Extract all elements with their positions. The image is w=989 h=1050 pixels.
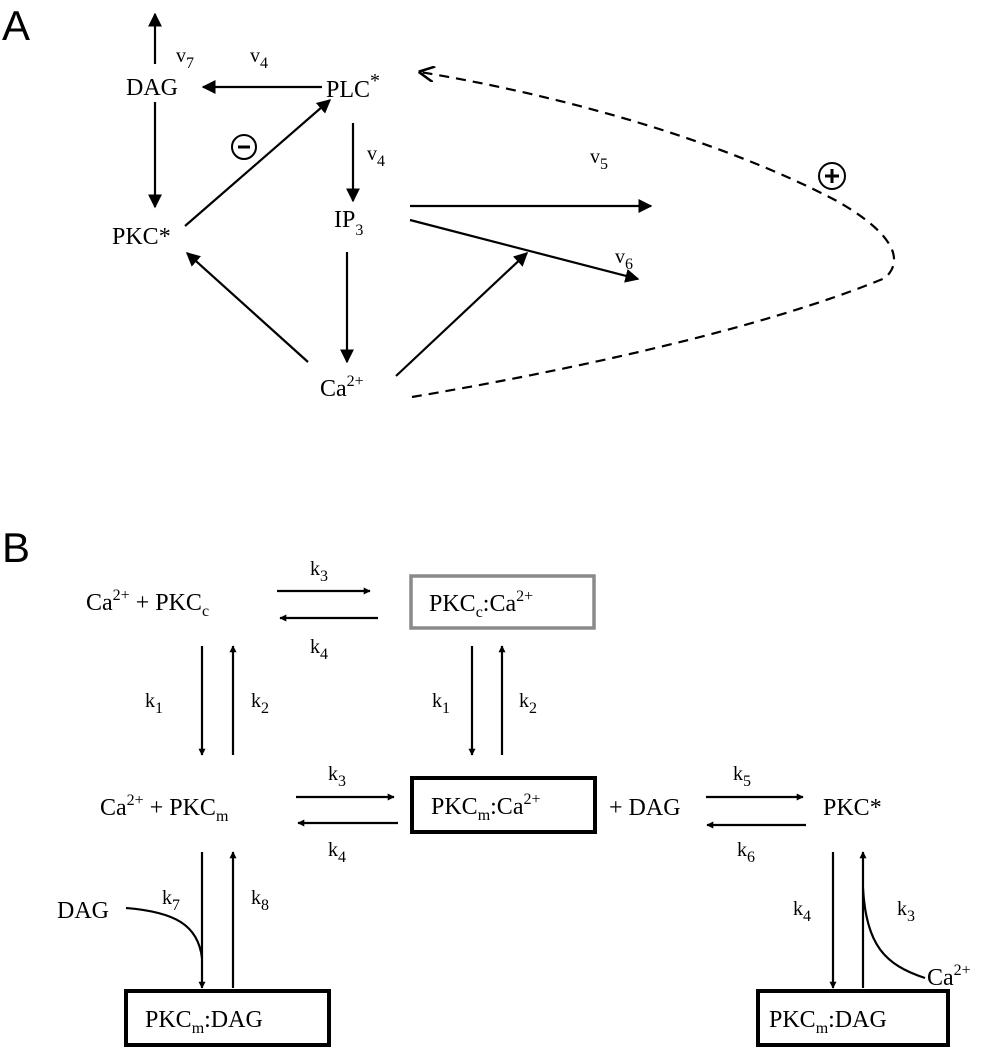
arrow-ca-to-ip3-release xyxy=(395,252,529,377)
arrow-pkc-to-plc xyxy=(184,99,332,227)
rate-k2-left: k2 xyxy=(251,690,269,717)
pkc-membrane-dag-right: PKCm:DAG xyxy=(769,1007,887,1037)
rate-k5: k5 xyxy=(733,763,751,790)
arrow-ca-feedback-plc xyxy=(411,72,896,399)
dag-node: DAG xyxy=(126,75,178,101)
rate-k7: k7 xyxy=(162,887,180,914)
rate-v6-label: v6 xyxy=(615,246,633,273)
rate-k4-mid: k4 xyxy=(328,839,346,866)
calcium-node: Ca2+ xyxy=(320,373,364,402)
activation-sign: + xyxy=(0,0,846,190)
pkc-active-node: PKC* xyxy=(112,224,171,250)
dag-input-left: DAG xyxy=(57,898,109,924)
svg-text:+: + xyxy=(0,0,1,1)
ca-input-right: Ca2+ xyxy=(927,962,971,991)
plc-node: PLC* xyxy=(326,70,380,103)
panel-a-label: A xyxy=(2,2,30,49)
pkc-cytosolic-ca-complex: PKCc:Ca2+ xyxy=(429,588,533,621)
pkc-active-node-b: PKC* xyxy=(823,795,882,821)
ca-plus-pkc-cytosolic: Ca2+ + PKCc xyxy=(86,587,209,620)
rate-v4-mid-label: v4 xyxy=(367,143,385,170)
rate-k8: k8 xyxy=(251,887,269,914)
ca-input-curve xyxy=(861,887,926,980)
rate-k3-right: k3 xyxy=(897,898,915,925)
arrow-ca-to-pkc xyxy=(185,252,309,363)
pkc-membrane-dag-box-right xyxy=(756,989,950,1047)
rate-k1-left: k1 xyxy=(145,690,163,717)
pkc-membrane-ca-box xyxy=(410,776,597,834)
pkc-cytosolic-ca-box xyxy=(409,574,596,630)
pkc-membrane-ca-complex: PKCm:Ca2+ xyxy=(431,791,541,824)
plus-dag: + DAG xyxy=(609,795,681,821)
rate-k1-mid: k1 xyxy=(432,690,450,717)
rate-k6: k6 xyxy=(737,839,755,866)
pkc-membrane-dag-box-left xyxy=(124,989,331,1047)
inhibition-sign: - xyxy=(0,0,257,160)
rate-k3-mid: k3 xyxy=(328,763,346,790)
rate-k3-top: k3 xyxy=(310,558,328,585)
ip3-node: IP3 xyxy=(334,207,363,239)
pkc-membrane-dag-left: PKCm:DAG xyxy=(145,1007,263,1037)
rate-k2-mid: k2 xyxy=(519,690,537,717)
rate-v5-label: v5 xyxy=(590,146,608,173)
panel-b-label: B xyxy=(2,524,30,571)
svg-text:-: - xyxy=(0,0,1,1)
arrow-ip3-v6 xyxy=(409,218,640,283)
rate-k4-top: k4 xyxy=(310,636,328,663)
rate-v7-label: v7 xyxy=(176,45,194,72)
rate-v4-top-label: v4 xyxy=(250,45,268,72)
dag-input-curve xyxy=(125,906,204,959)
ca-plus-pkc-membrane: Ca2+ + PKCm xyxy=(100,792,229,825)
rate-k4-right: k4 xyxy=(793,898,811,925)
